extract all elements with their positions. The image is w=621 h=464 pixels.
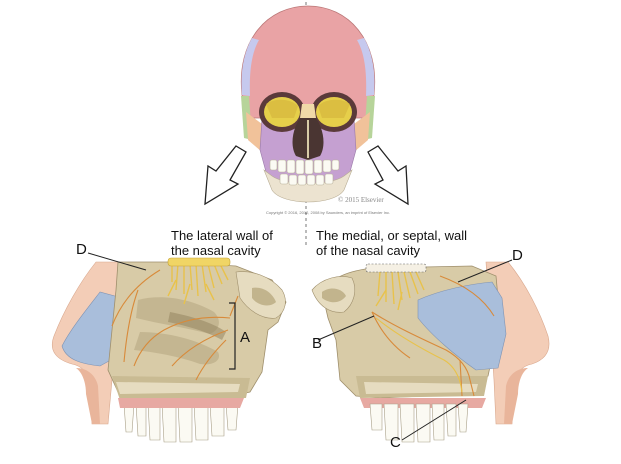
- label-b: B: [312, 335, 323, 352]
- olfactory-nerves-lateral: [167, 263, 229, 305]
- cribriform-plate-medial: [365, 263, 427, 273]
- vessels-lateral: [111, 269, 239, 381]
- nasal-bone: [300, 104, 316, 118]
- lateral-teeth: [123, 403, 239, 443]
- right-arrow: [367, 145, 409, 206]
- lower-teeth: [279, 173, 334, 186]
- lateral-wall-illustration: [52, 252, 287, 443]
- left-arrow: [204, 145, 247, 206]
- label-a: A: [240, 329, 251, 346]
- bracket-a: [229, 302, 236, 370]
- parietal-bone: [357, 38, 375, 96]
- fine-print: Copyright © 2016, 2012, 2008 by Saunders…: [266, 210, 391, 215]
- right-orbit: [311, 92, 357, 132]
- leader-c: [401, 399, 467, 441]
- leader-b: [317, 315, 375, 341]
- olfactory-bulb-lateral: [167, 257, 231, 267]
- septal-cartilage: [417, 281, 507, 371]
- copyright-mark: © 2015 Elsevier: [338, 196, 384, 204]
- label-c: C: [390, 434, 401, 451]
- leader-d-right: [457, 259, 513, 283]
- skull: [240, 5, 376, 203]
- label-d-left: D: [76, 241, 87, 258]
- label-d-right: D: [512, 247, 523, 264]
- parietal-bone: [241, 38, 259, 96]
- medial-teeth: [369, 403, 469, 443]
- leader-d-left: [87, 252, 147, 271]
- lateral-wall-caption: The lateral wall of the nasal cavity: [171, 228, 273, 258]
- frontal-bone: [240, 5, 376, 119]
- olfactory-nerves-medial: [375, 271, 425, 311]
- medial-wall-illustration: [311, 259, 550, 443]
- medial-wall-caption: The medial, or septal, wall of the nasal…: [316, 228, 468, 258]
- left-orbit: [259, 92, 305, 132]
- nasal-cartilage: [61, 291, 123, 367]
- upper-teeth: [269, 159, 340, 175]
